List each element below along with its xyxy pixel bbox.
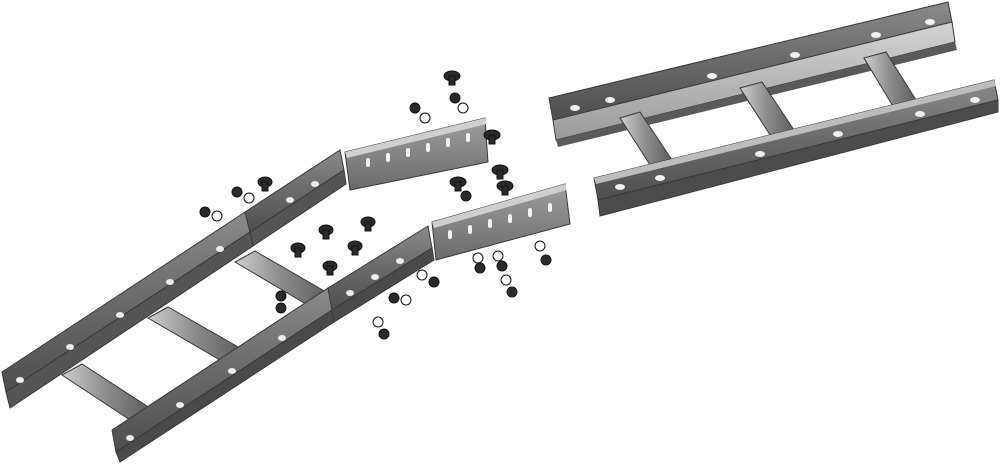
vertical-bend-ladder-section bbox=[1, 149, 435, 463]
bend-front-rail bbox=[111, 225, 435, 463]
fasteners bbox=[199, 70, 552, 340]
upper-splice-plate bbox=[344, 117, 489, 191]
bolt-icon bbox=[257, 70, 514, 276]
bend-rail-holes bbox=[16, 181, 404, 441]
straight-rail-holes bbox=[570, 19, 980, 190]
straight-rungs bbox=[619, 51, 917, 169]
nut-icon bbox=[199, 92, 552, 340]
straight-ladder-section bbox=[548, 1, 999, 217]
splice-plates bbox=[344, 117, 571, 261]
lower-splice-plate bbox=[431, 183, 571, 261]
bend-back-rail bbox=[1, 149, 347, 409]
straight-front-rail bbox=[593, 79, 999, 217]
